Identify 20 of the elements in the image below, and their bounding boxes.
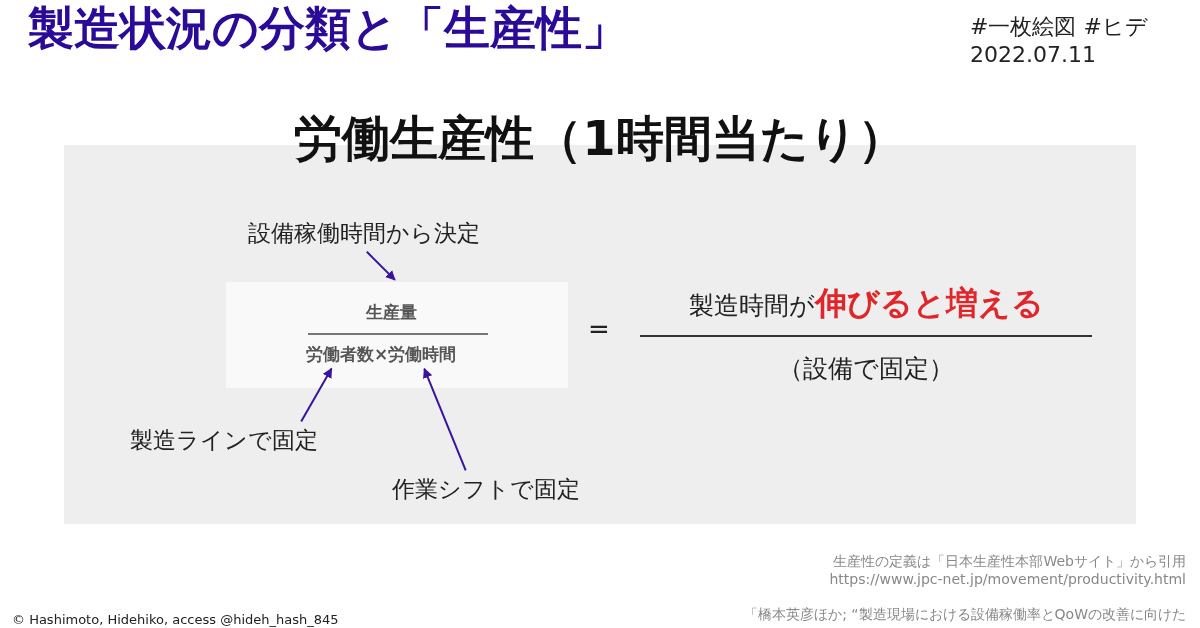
date: 2022.07.11	[970, 42, 1096, 67]
arrow	[423, 367, 467, 472]
numerator: 製造時間が伸びると増える	[688, 283, 1044, 324]
source-note: 生産性の定義は「日本生産性本部Webサイト」から引用	[833, 553, 1186, 571]
arrow	[365, 250, 396, 281]
source-url: https://www.jpc-net.jp/movement/productivity.html	[829, 571, 1186, 587]
copyright-note: © Hashimoto, Hidehiko, access @hideh_hash_845	[12, 612, 339, 627]
denominator: （設備で固定）	[778, 353, 954, 385]
annotation: 設備稼働時間から決定	[248, 218, 480, 249]
annotation: 作業シフトで固定	[392, 474, 580, 505]
annotation: 製造ラインで固定	[130, 425, 318, 456]
reference-note: 「橋本英彦ほか; “製造現場における設備稼働率とQoWの改善に向けた	[744, 606, 1186, 624]
denominator: 労働者数×労働時間	[306, 343, 457, 366]
hashtags: #一枚絵図 #ヒデ	[970, 13, 1148, 41]
equals-sign: =	[588, 314, 610, 344]
formula-box	[226, 282, 568, 388]
page-title: 製造状況の分類と「生産性」	[28, 0, 628, 57]
panel-heading: 労働生産性（1時間当たり）	[293, 109, 907, 168]
arrow	[300, 367, 333, 423]
numerator: 生産量	[366, 301, 417, 324]
